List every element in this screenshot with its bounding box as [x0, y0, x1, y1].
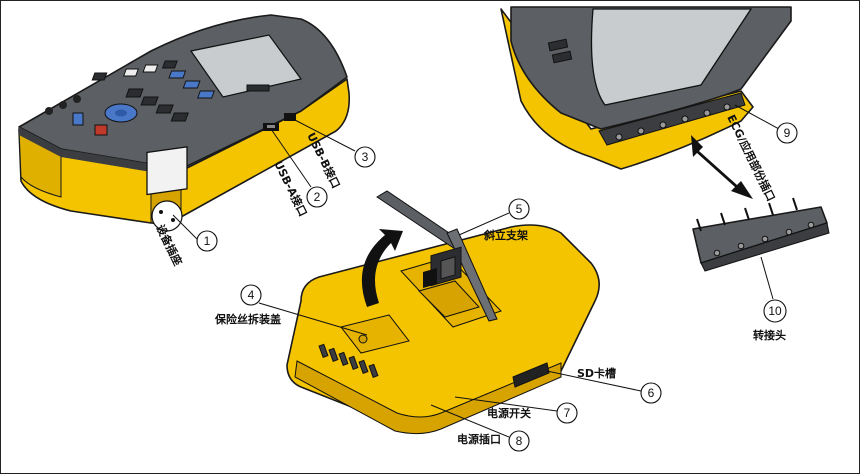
callout-5-number: 5	[516, 202, 523, 216]
sd-slot-icon	[512, 362, 550, 388]
tester-top-display	[590, 8, 753, 106]
fuse-cover	[340, 314, 410, 354]
callout-6-number: 6	[648, 386, 655, 400]
tester-back-view	[286, 190, 600, 435]
power-switch-icon	[430, 246, 462, 287]
callout-5-label: 斜立支架	[483, 228, 528, 242]
callout-4-number: 4	[248, 288, 255, 302]
callout-8: 8 电源插口	[430, 404, 530, 452]
tester-front-display	[189, 34, 303, 98]
ecg-jack-strip	[598, 92, 746, 146]
callout-7-label: 电源开关	[487, 406, 531, 420]
tester-top-view	[500, 6, 792, 170]
callout-10: 10 转接头	[753, 256, 787, 342]
tester-front-keypad	[45, 60, 270, 136]
callout-1-number: 1	[204, 234, 211, 248]
rotate-arrow-icon	[361, 229, 403, 307]
callout-10-label: 转接头	[753, 328, 786, 342]
callout-7: 7 电源开关	[454, 396, 578, 424]
double-arrow-icon	[691, 135, 753, 199]
ecg-adapter	[692, 197, 830, 272]
callout-2-label: USB-A接口	[271, 158, 310, 218]
callout-2-number: 2	[314, 190, 321, 204]
tester-front-view	[18, 14, 351, 232]
callout-4-label: 保险丝拆装盖	[214, 312, 281, 326]
callout-5: 5 斜立支架	[458, 198, 530, 242]
callout-6: 6 SD卡槽	[546, 366, 662, 404]
callout-9-number: 9	[784, 126, 791, 140]
callout-7-number: 7	[564, 406, 571, 420]
outlet-icon	[146, 146, 188, 232]
callout-6-label: SD卡槽	[577, 366, 616, 380]
callout-8-number: 8	[516, 434, 523, 448]
callout-10-number: 10	[768, 304, 782, 318]
callout-3-label: USB-B接口	[304, 130, 343, 190]
callout-3-number: 3	[362, 150, 369, 164]
callout-8-label: 电源插口	[457, 432, 501, 446]
usb-port-icon	[263, 113, 296, 131]
vent-grille	[318, 343, 379, 378]
callout-4: 4 保险丝拆装盖	[214, 284, 368, 336]
tester-top-yellow-body	[500, 8, 754, 170]
callout-1: 1 设备插座	[153, 214, 218, 268]
